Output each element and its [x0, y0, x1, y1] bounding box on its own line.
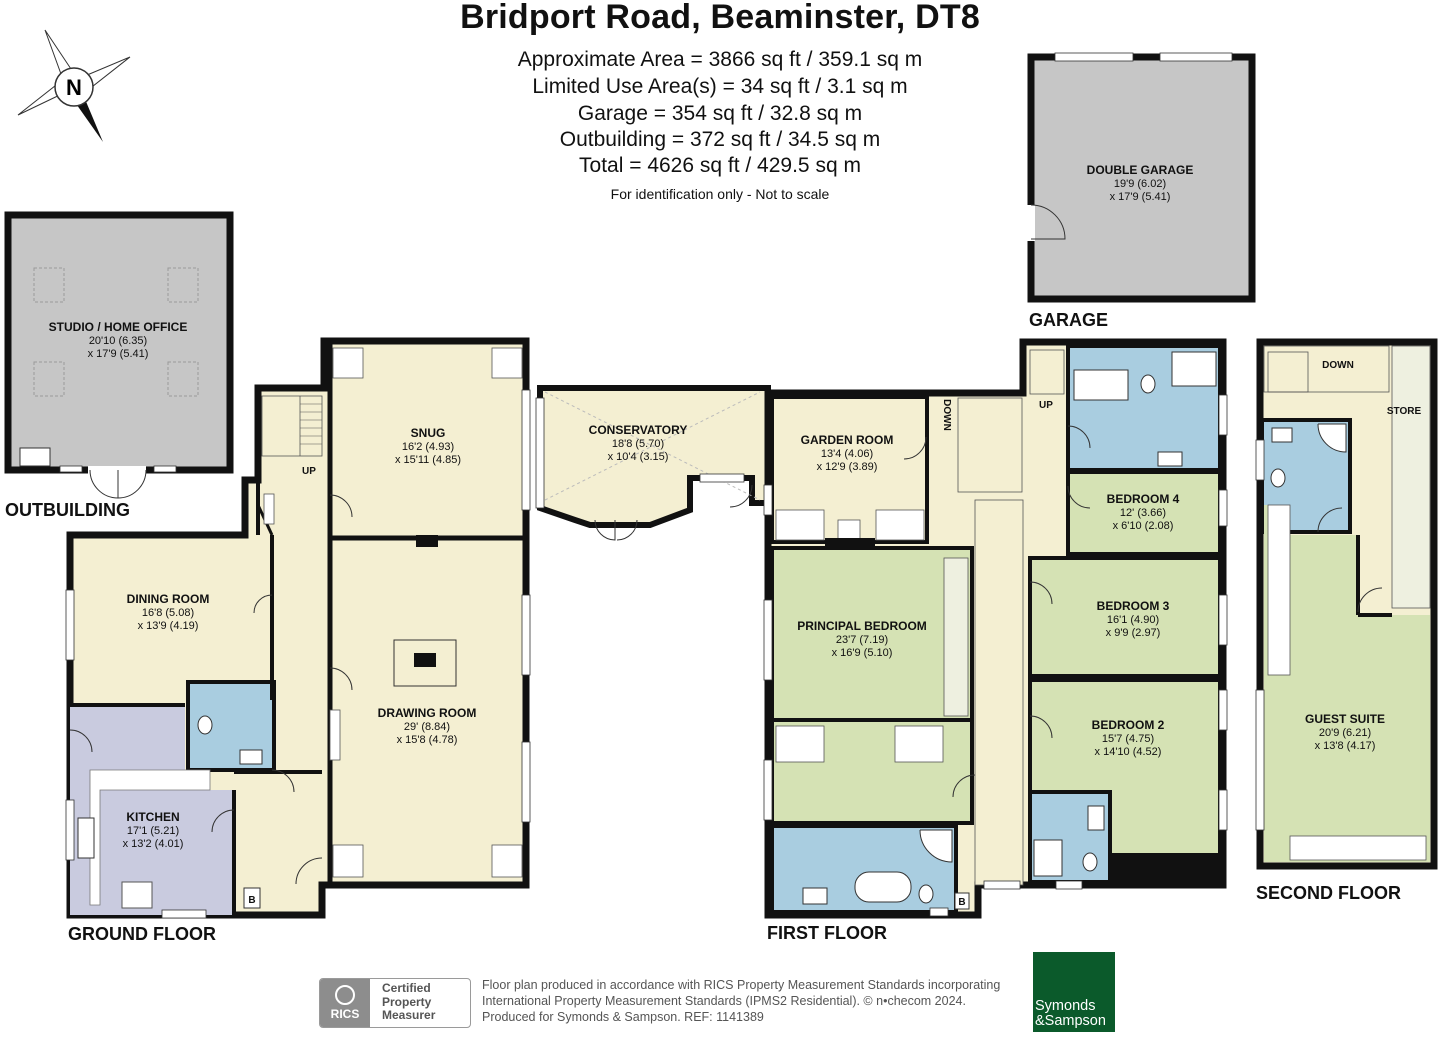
room-label-drawing: DRAWING ROOM — [378, 706, 477, 720]
floor-label-ground: GROUND FLOOR — [68, 924, 216, 944]
room-label-garage: DOUBLE GARAGE — [1087, 163, 1194, 177]
room-dim-studio-2: x 17'9 (5.41) — [88, 348, 149, 360]
room-dim-bedroom-3-2: x 9'9 (2.97) — [1106, 627, 1161, 639]
area-total: Total = 4626 sq ft / 429.5 sq m — [579, 154, 861, 177]
floor-label-garage: GARAGE — [1029, 310, 1108, 330]
room-label-principal: PRINCIPAL BEDROOM — [797, 619, 927, 633]
room-dim-bedroom-4-1: 12' (3.66) — [1120, 507, 1166, 519]
rics-certified-badge: RICS Certified Property Measurer — [319, 978, 471, 1028]
room-label-kitchen: KITCHEN — [126, 810, 179, 824]
room-dim-dining-1: 16'8 (5.08) — [142, 607, 194, 619]
room-dim-garden-2: x 12'9 (3.89) — [817, 461, 878, 473]
room-dim-kitchen-2: x 13'2 (4.01) — [123, 838, 184, 850]
area-outbuilding: Outbuilding = 372 sq ft / 34.5 sq m — [559, 128, 881, 151]
room-dim-bedroom-4-2: x 6'10 (2.08) — [1113, 520, 1174, 532]
room-label-studio: STUDIO / HOME OFFICE — [49, 320, 188, 334]
plan-title: Bridport Road, Beaminster, DT8 — [460, 0, 980, 36]
room-dim-guest-suite-1: 20'9 (6.21) — [1319, 727, 1371, 739]
room-dim-conservatory-2: x 10'4 (3.15) — [608, 451, 669, 463]
room-dim-principal-2: x 16'9 (5.10) — [832, 647, 893, 659]
boiler-label-first: B — [958, 897, 965, 908]
garage-plan — [1027, 52, 1256, 303]
ground-floor-plan — [65, 337, 531, 919]
floor-label-first: FIRST FLOOR — [767, 923, 887, 943]
store-label: STORE — [1387, 406, 1422, 417]
room-dim-garage-2: x 17'9 (5.41) — [1110, 191, 1171, 203]
room-label-dining: DINING ROOM — [127, 592, 210, 606]
compass-icon: N — [17, 29, 131, 142]
room-label-garden: GARDEN ROOM — [801, 433, 894, 447]
room-dim-garage-1: 19'9 (6.02) — [1114, 178, 1166, 190]
first-floor-plan — [763, 338, 1228, 919]
room-label-bedroom-2: BEDROOM 2 — [1092, 718, 1165, 732]
room-dim-guest-suite-2: x 13'8 (4.17) — [1315, 740, 1376, 752]
area-approximate: Approximate Area = 3866 sq ft / 359.1 sq… — [517, 48, 923, 71]
room-dim-dining-2: x 13'9 (4.19) — [138, 620, 199, 632]
boiler-label-ground: B — [248, 895, 255, 906]
rics-logo-icon: RICS — [320, 979, 370, 1027]
room-label-bedroom-4: BEDROOM 4 — [1107, 492, 1180, 506]
floor-label-outbuilding: OUTBUILDING — [5, 500, 130, 520]
room-label-guest-suite: GUEST SUITE — [1305, 712, 1385, 726]
stair-down-label-second: DOWN — [1322, 360, 1354, 371]
compass-north-label: N — [66, 75, 82, 100]
room-dim-studio-1: 20'10 (6.35) — [89, 335, 147, 347]
room-dim-drawing-1: 29' (8.84) — [404, 721, 450, 733]
room-dim-snug-1: 16'2 (4.93) — [402, 441, 454, 453]
room-dim-drawing-2: x 15'8 (4.78) — [397, 734, 458, 746]
room-label-snug: SNUG — [411, 426, 446, 440]
area-limited-use: Limited Use Area(s) = 34 sq ft / 3.1 sq … — [532, 75, 908, 98]
room-dim-conservatory-1: 18'8 (5.70) — [612, 438, 664, 450]
room-label-conservatory: CONSERVATORY — [589, 423, 688, 437]
rics-badge-text: Certified Property Measurer — [382, 981, 436, 1022]
room-dim-bedroom-2-2: x 14'10 (4.52) — [1095, 746, 1162, 758]
room-dim-garden-1: 13'4 (4.06) — [821, 448, 873, 460]
footer-disclaimer: Floor plan produced in accordance with R… — [482, 978, 1001, 1024]
room-dim-bedroom-3-1: 16'1 (4.90) — [1107, 614, 1159, 626]
stair-up-label-first: UP — [1039, 400, 1053, 411]
floor-label-second: SECOND FLOOR — [1256, 883, 1401, 903]
symonds-sampson-logo: Symonds &Sampson — [1033, 952, 1115, 1032]
scale-note: For identification only - Not to scale — [610, 186, 830, 202]
second-floor-plan — [1255, 338, 1438, 870]
room-dim-bedroom-2-1: 15'7 (4.75) — [1102, 733, 1154, 745]
stair-up-label-ground: UP — [302, 466, 316, 477]
room-dim-snug-2: x 15'11 (4.85) — [395, 454, 461, 466]
room-dim-principal-1: 23'7 (7.19) — [836, 634, 888, 646]
room-label-bedroom-3: BEDROOM 3 — [1097, 599, 1170, 613]
outbuilding-plan — [4, 211, 234, 499]
room-dim-kitchen-1: 17'1 (5.21) — [127, 825, 179, 837]
conservatory-plan — [535, 385, 791, 541]
area-garage: Garage = 354 sq ft / 32.8 sq m — [577, 102, 863, 125]
stair-down-label-first: DOWN — [941, 399, 952, 431]
